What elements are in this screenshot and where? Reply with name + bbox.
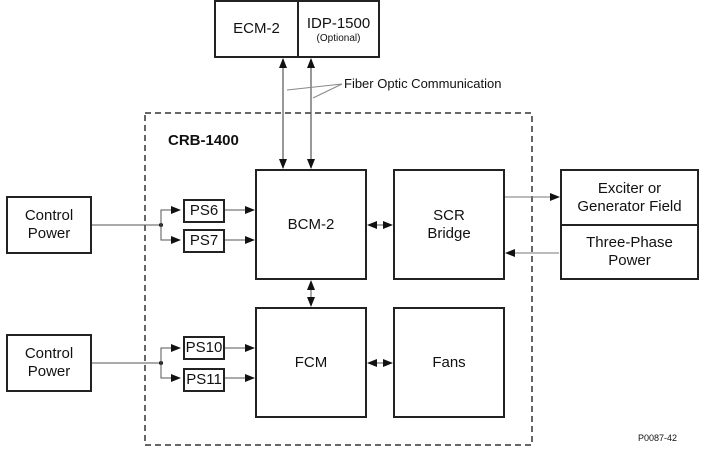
exciter-line1: Exciter or [597,179,662,197]
three-phase-box: Three-Phase Power [560,224,699,280]
idp-1500-label: IDP-1500 [306,14,371,32]
three-phase-line2: Power [608,252,651,269]
ecm-2-label: ECM-2 [233,20,280,37]
ps6-label: PS6 [189,202,219,219]
three-phase-line1: Three-Phase [586,234,673,251]
fcm-box: FCM [255,307,367,418]
fiber-optic-label: Fiber Optic Communication [344,76,502,91]
bcm-2-box: BCM-2 [255,169,367,280]
ecm-2-box: ECM-2 [214,0,299,58]
cp1-line2: Power [27,225,71,242]
cp2-line2: Power [27,363,71,380]
crb-enclosure [144,112,533,446]
fans-box: Fans [393,307,505,418]
bcm-2-label: BCM-2 [287,215,335,233]
fiber-pointer-1 [286,83,343,91]
exciter-box: Exciter or Generator Field [560,169,699,226]
ps10-box: PS10 [183,336,225,360]
bridge-label: Bridge [427,224,471,242]
scr-bridge-box: SCR Bridge [393,169,505,280]
fans-label: Fans [432,353,466,371]
ps6-box: PS6 [183,199,225,223]
ps10-label: PS10 [185,339,223,356]
idp-1500-box: IDP-1500 (Optional) [297,0,380,58]
cp2-line1: Control [24,345,74,362]
fiber-pointer-2 [312,83,343,99]
crb-1400-label: CRB-1400 [168,132,239,149]
figure-id: P0087-42 [638,433,678,443]
control-power-box-1: Control Power [6,196,92,254]
exciter-line2: Generator Field [577,197,682,215]
idp-optional-label: (Optional) [316,32,361,44]
control-power-box-2: Control Power [6,334,92,392]
ps7-box: PS7 [183,229,225,253]
cp1-line1: Control [24,207,74,224]
scr-label: SCR [433,206,465,224]
ps11-label: PS11 [186,371,222,388]
ps7-label: PS7 [189,232,219,249]
fcm-label: FCM [294,353,328,371]
ps11-box: PS11 [183,368,225,392]
